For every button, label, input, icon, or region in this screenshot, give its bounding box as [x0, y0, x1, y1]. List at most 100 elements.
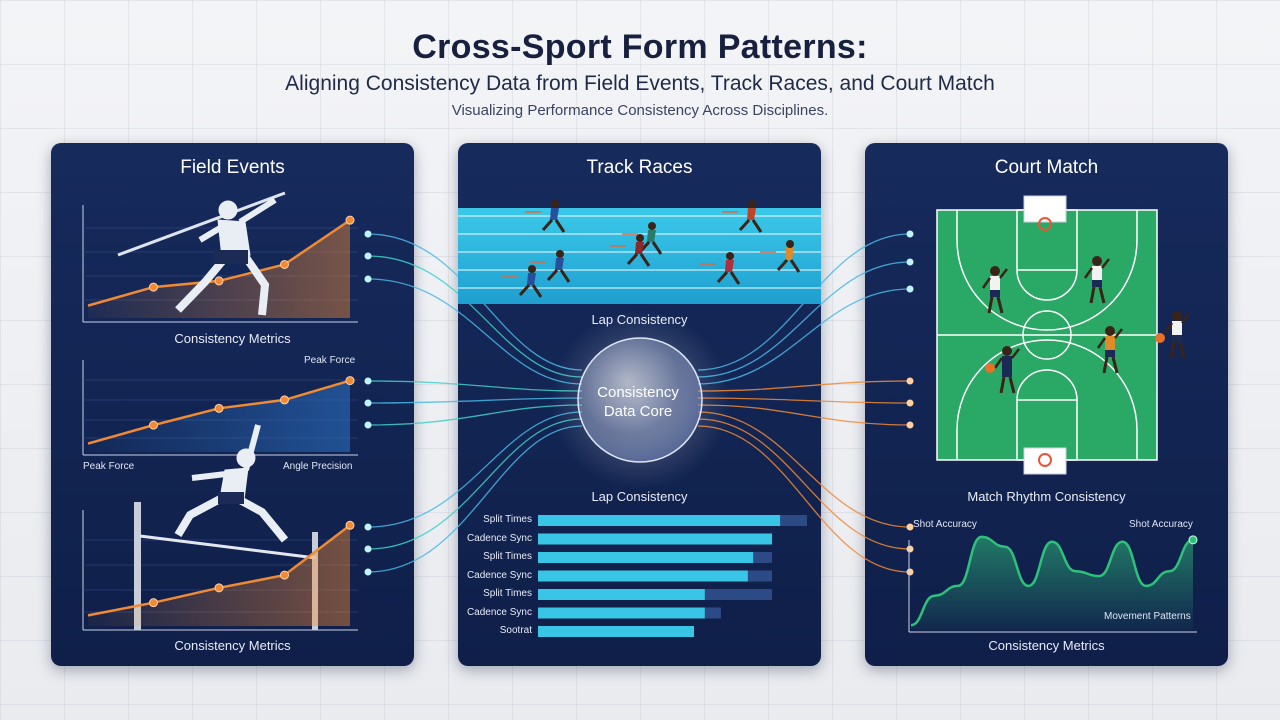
field-chart-2 [82, 360, 358, 456]
hoop-top [1038, 217, 1052, 231]
connector-node-left [364, 399, 372, 407]
field-chart-3 [82, 502, 358, 631]
connector-line-left [367, 255, 583, 378]
high-jump-crossbar [139, 534, 317, 560]
field-chart-2-point [280, 395, 289, 405]
court-chart-inner-label: Movement Patterns [1104, 611, 1191, 622]
field-chart2-left-label: Peak Force [83, 461, 135, 472]
track-bar-label: Split Times [483, 514, 532, 525]
core-label: Consistency Data Core [580, 383, 696, 421]
court-wave-line [910, 535, 1194, 627]
field-panel-title: Field Events [180, 157, 285, 178]
connector-node-right [906, 285, 914, 293]
court-wave-chart [908, 535, 1198, 633]
connector-line-left [367, 425, 583, 573]
field-chart-2-point [214, 403, 224, 413]
player-figure [1163, 311, 1190, 359]
field-chart2-top-label: Peak Force [304, 355, 356, 366]
track-bar [538, 607, 705, 619]
field-chart-3-point [149, 598, 158, 608]
field-chart2-right-label: Angle Precision [283, 461, 353, 472]
field-chart-1-point [214, 276, 224, 286]
track-bar [538, 589, 705, 600]
connector-node-right [906, 568, 914, 576]
connector-node-left [364, 230, 372, 238]
basketball-court [936, 195, 1190, 475]
page-title: Cross-Sport Form Patterns: [412, 28, 868, 66]
runner-figure [525, 200, 566, 233]
court-chart-bottom-label: Consistency Metrics [988, 638, 1105, 653]
connector-line-right [697, 380, 911, 392]
field-chart-2-area [88, 380, 350, 452]
player-figure [1083, 256, 1110, 304]
track-bar [538, 626, 695, 637]
player-figure [993, 346, 1020, 394]
connector-node-left [364, 275, 372, 283]
connector-line-left [367, 380, 583, 392]
track-label-bottom: Lap Consistency [591, 489, 688, 504]
core-label-line1: Consistency [597, 384, 679, 401]
connector-line-right [697, 418, 911, 550]
court-panel-title: Court Match [994, 157, 1099, 178]
track-bar-label: Split Times [483, 588, 532, 599]
connector-node-left [364, 545, 372, 553]
connector-node-right [906, 421, 914, 429]
page-subtitle: Aligning Consistency Data from Field Eve… [285, 72, 995, 95]
field-chart3-label: Consistency Metrics [174, 638, 291, 653]
page-tagline: Visualizing Performance Consistency Acro… [451, 102, 829, 119]
connector-node-left [364, 252, 372, 260]
connector-line-right [697, 404, 911, 426]
field-chart-1-point [280, 259, 289, 269]
track-label-top: Lap Consistency [591, 312, 688, 327]
connector-node-right [906, 523, 914, 531]
connector-node-right [906, 399, 914, 407]
connector-node-right [906, 230, 914, 238]
connector-node-left [364, 377, 372, 385]
connector-node-left [364, 568, 372, 576]
track-bar-label: Sootrat [499, 625, 532, 636]
connector-line-left [367, 418, 583, 550]
connector-line-right [697, 288, 911, 385]
runner-figure [530, 250, 571, 283]
connector-line-left [367, 397, 583, 404]
field-chart-3-area [88, 525, 350, 626]
field-chart-3-point [214, 583, 224, 593]
track-bar [538, 515, 781, 526]
track-panel-title: Track Races [586, 157, 693, 178]
runner-figure [610, 234, 651, 267]
runner-figure [722, 200, 763, 233]
javelin-thrower-figure [117, 191, 286, 316]
field-chart-1-area [88, 220, 350, 318]
field-chart-3-point [345, 520, 355, 530]
player-figure [1096, 326, 1123, 374]
connector-node-right [906, 377, 914, 385]
connector-node-left [364, 523, 372, 531]
track-bar-label: Cadence Sync [466, 532, 532, 544]
runner-figure [700, 252, 741, 285]
court-wave-area [911, 536, 1193, 630]
basketball [985, 363, 995, 373]
consistency-core-sphere [577, 337, 703, 463]
track-scene [458, 200, 821, 304]
field-chart-3-point [280, 570, 289, 580]
basketball [1155, 333, 1165, 343]
court-chart-left-label: Shot Accuracy [913, 519, 977, 530]
high-jumper-figure [174, 424, 289, 543]
backboard-bottom [1023, 447, 1067, 475]
field-events-panel: Field Events [51, 143, 414, 666]
player-figure [981, 266, 1008, 314]
runner-figure [760, 240, 801, 273]
runner-figure [502, 265, 543, 298]
court-chart-right-label: Shot Accuracy [1129, 519, 1193, 530]
field-chart1-label: Consistency Metrics [174, 331, 291, 346]
court-wave-end-point [1188, 535, 1198, 545]
court-rhythm-label: Match Rhythm Consistency [967, 489, 1126, 504]
track-bar-chart [538, 515, 807, 637]
connector-node-right [906, 258, 914, 266]
field-chart-1-point [149, 282, 158, 292]
track-bar-label: Split Times [483, 551, 532, 562]
connector-line-right [697, 411, 911, 528]
connector-line-left [367, 404, 583, 426]
connector-line-right [697, 261, 911, 378]
